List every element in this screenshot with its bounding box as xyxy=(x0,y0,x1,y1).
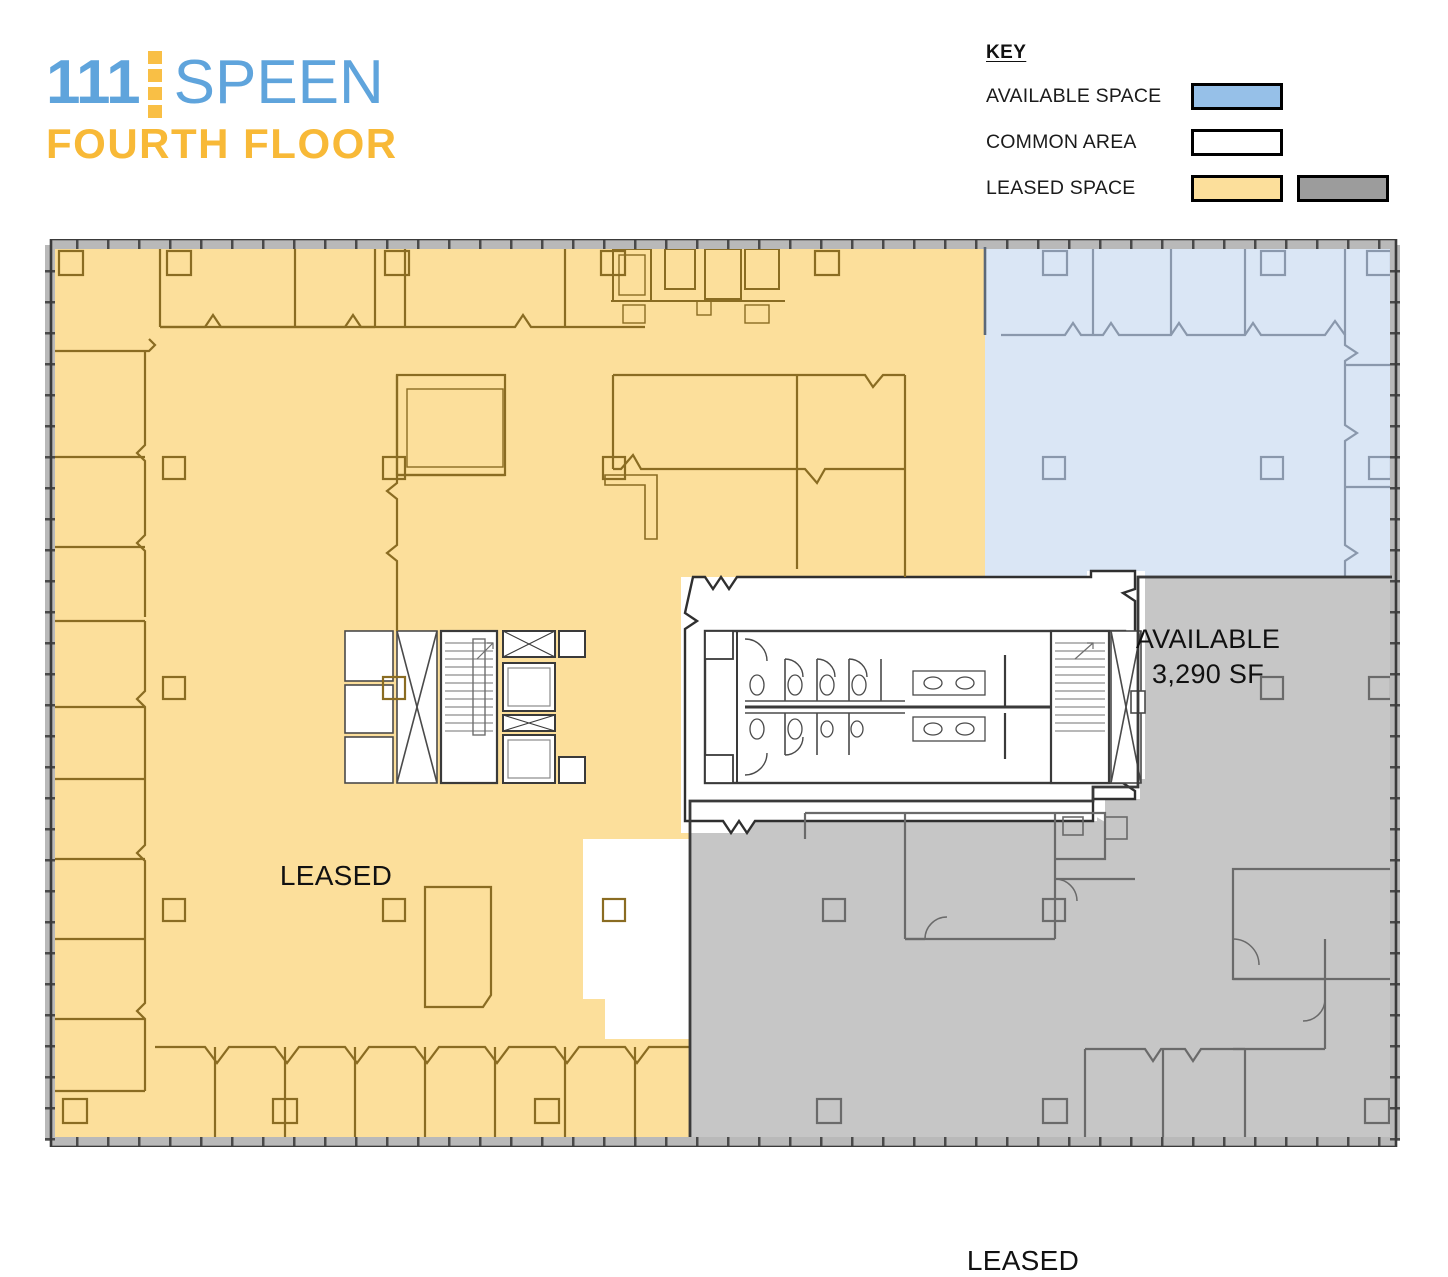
floor-title: FOURTH FLOOR xyxy=(46,120,398,167)
legend-swatch-common xyxy=(1191,128,1283,156)
leased-gray-zone-upper xyxy=(1138,577,1392,799)
east-stair-treads xyxy=(1055,642,1105,732)
logo-primary-row: 111 SPEEN xyxy=(46,48,398,118)
sink-counter-lower xyxy=(912,716,986,742)
logo-dots-icon xyxy=(147,48,162,118)
label-leased-right: LEASED xyxy=(966,1245,1080,1276)
sink-counter-upper xyxy=(912,670,986,696)
east-stair-arrow xyxy=(1074,642,1094,660)
logo-number: 111 xyxy=(46,48,141,117)
legend-label-leased: LEASED SPACE xyxy=(986,176,1136,199)
leased-left-small-room xyxy=(423,885,493,1009)
legend: KEY AVAILABLE SPACE COMMON AREA LEASED S… xyxy=(986,42,1406,216)
exterior-walls xyxy=(45,239,1400,1147)
toilet-fixtures-upper xyxy=(749,674,867,696)
west-closets xyxy=(344,630,438,784)
building-logo: 111 SPEEN FOURTH FLOOR xyxy=(46,48,398,167)
legend-row-common: COMMON AREA xyxy=(986,124,1406,160)
leased-gray-zone-lower xyxy=(690,801,1392,1139)
logo-name: SPEEN xyxy=(173,48,384,117)
legend-swatch-available xyxy=(1191,82,1283,110)
zone-boundaries xyxy=(688,247,1392,1137)
legend-label-available: AVAILABLE SPACE xyxy=(986,84,1162,107)
legend-label-common: COMMON AREA xyxy=(986,130,1137,153)
floor-plan-page: 111 SPEEN FOURTH FLOOR KEY AVAILABLE SPA… xyxy=(45,42,1406,1276)
floor-plan-drawing: LEASED LEASED AVAILABLE 3,290 SF xyxy=(45,239,1400,1276)
west-elevator-bank xyxy=(502,630,586,784)
east-closet xyxy=(1110,630,1146,784)
gray-zone-boundary xyxy=(688,575,1392,1137)
west-stair-arrow xyxy=(476,642,494,660)
legend-swatch-leased-yellow xyxy=(1191,174,1283,202)
leased-yellow-zone-lower xyxy=(53,579,690,1139)
available-blue-zone-lower xyxy=(985,247,1185,587)
structural-columns-gray xyxy=(815,675,1393,1125)
structural-columns xyxy=(57,249,841,1125)
legend-swatch-leased-gray xyxy=(1297,174,1389,202)
core-walls xyxy=(344,569,1146,836)
restroom-doors xyxy=(744,638,868,776)
floor-plan-svg xyxy=(45,239,1400,1147)
legend-row-available: AVAILABLE SPACE xyxy=(986,78,1406,114)
legend-row-leased: LEASED SPACE xyxy=(986,170,1406,206)
toilet-fixtures-lower xyxy=(749,718,864,740)
legend-title: KEY xyxy=(986,42,1027,63)
interior-partitions xyxy=(55,248,1395,1137)
west-stair-core xyxy=(472,638,486,736)
